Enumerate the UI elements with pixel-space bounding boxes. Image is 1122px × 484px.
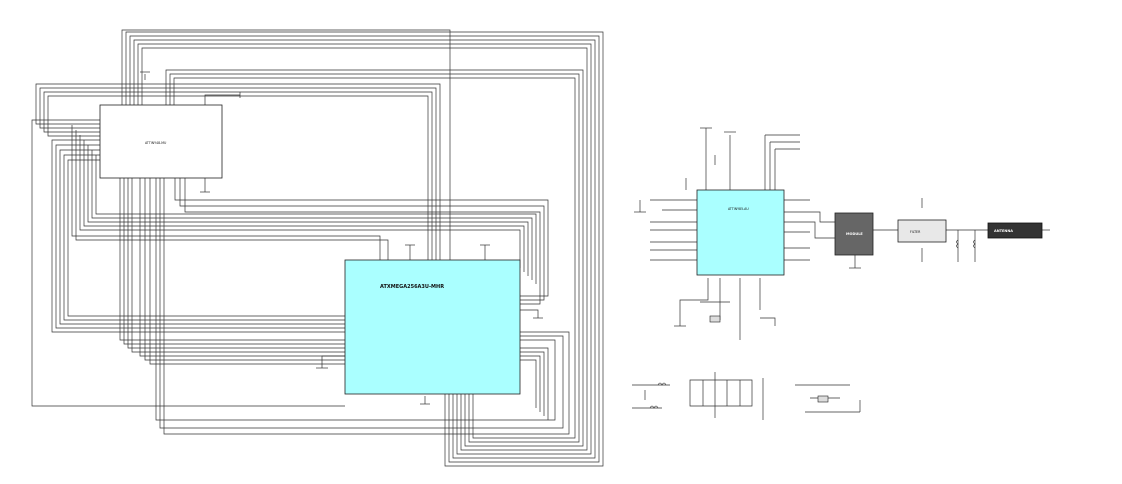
crystal-component bbox=[649, 239, 976, 409]
ic-small: ATTINY48-MU bbox=[99, 104, 223, 179]
ic-small-label: ATTINY48-MU bbox=[145, 141, 167, 145]
antenna-label: ANTENNA bbox=[994, 229, 1013, 233]
ic-main-label: ATXMEGA256A3U-MHR bbox=[380, 284, 444, 290]
left-schematic bbox=[31, 29, 604, 467]
right-schematic bbox=[632, 127, 1050, 420]
antenna-connector: ANTENNA bbox=[987, 222, 1043, 239]
filter-block: FILTER bbox=[897, 219, 947, 243]
rf-module: MODULE bbox=[834, 212, 874, 256]
filter-label: FILTER bbox=[910, 230, 921, 234]
ic-right-mcu: ATTINY85-AU bbox=[696, 189, 785, 276]
right-mcu-label: ATTINY85-AU bbox=[728, 207, 749, 211]
ic-main: ATXMEGA256A3U-MHR bbox=[344, 259, 521, 395]
rf-module-label: MODULE bbox=[846, 232, 863, 236]
